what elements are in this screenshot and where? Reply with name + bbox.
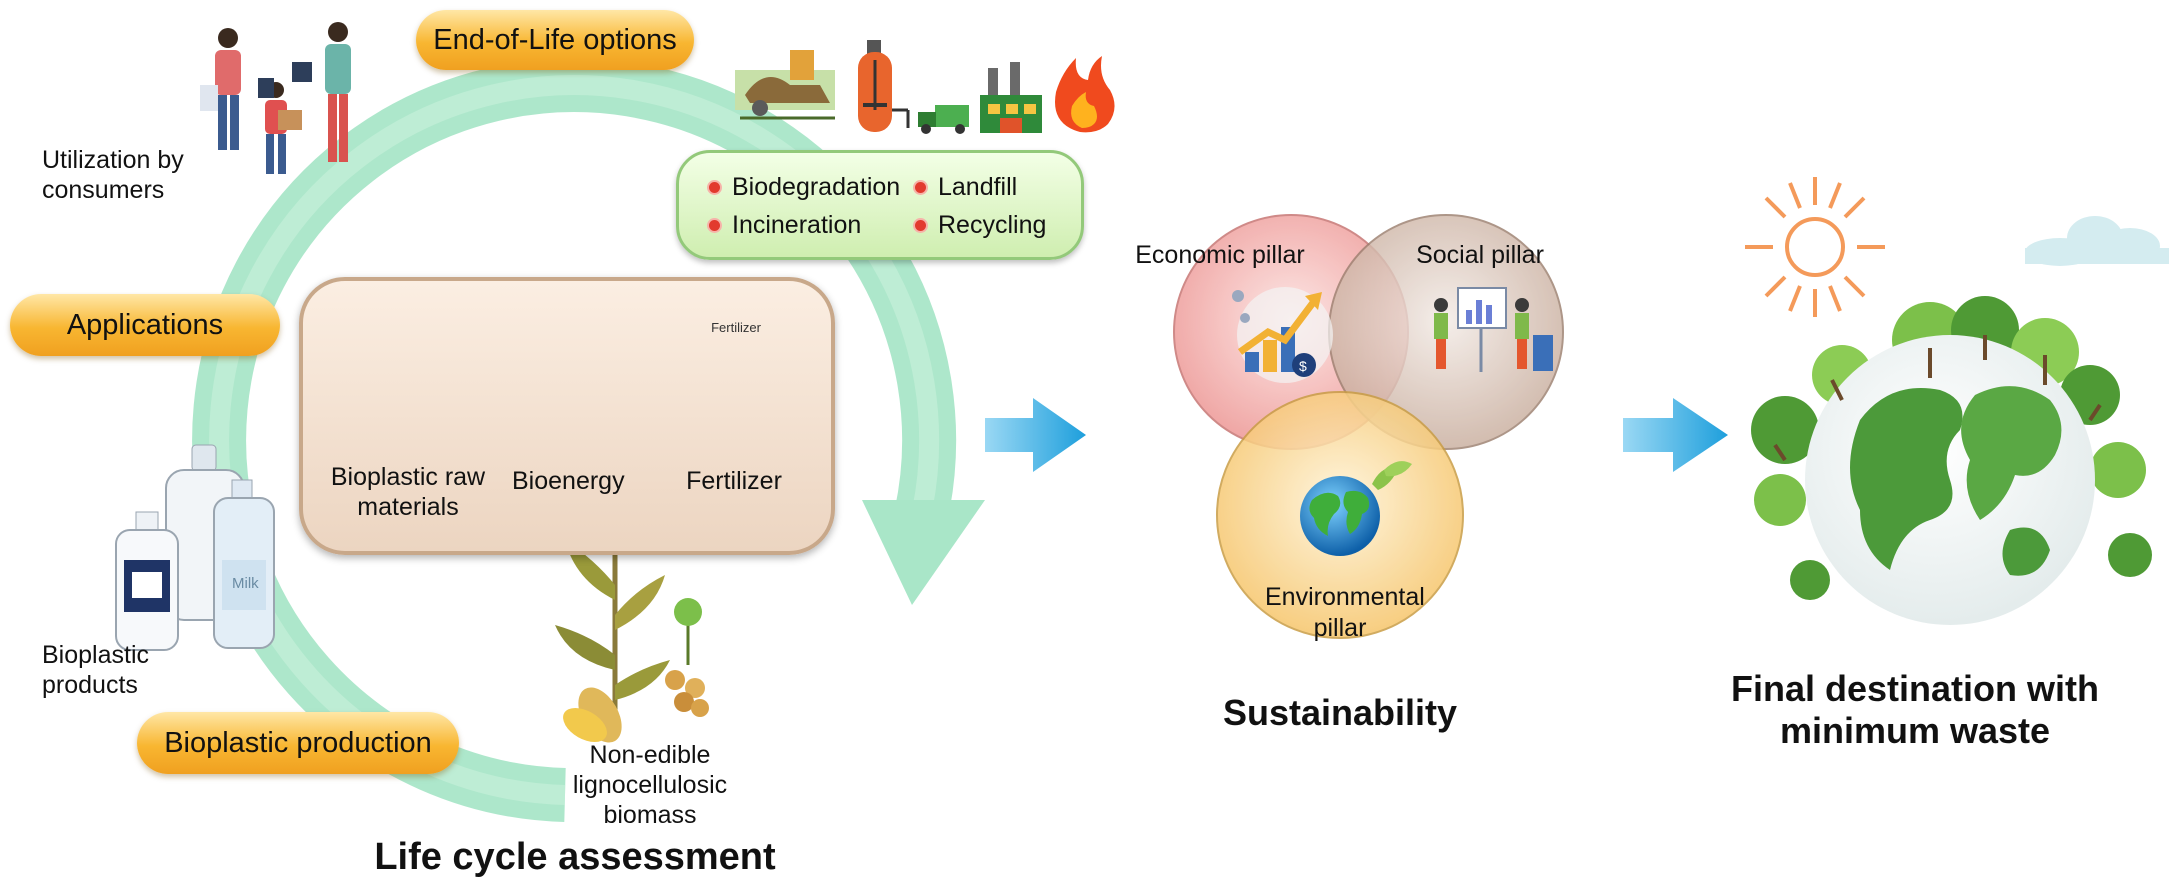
- environmental-pillar-label: Environmental pillar: [1265, 583, 1425, 642]
- bullet-icon: [709, 220, 720, 231]
- eol-option-landfill: Landfill: [915, 173, 1017, 202]
- recovery-outputs-box: [299, 277, 835, 555]
- globe-icon: [1300, 461, 1412, 556]
- eol-options-box: Biodegradation Landfill Incineration Rec…: [676, 150, 1084, 260]
- svg-text:$: $: [1299, 358, 1307, 374]
- eol-label: Biodegradation: [732, 173, 901, 201]
- output-fertilizer: Fertilizer: [686, 467, 782, 495]
- compost-icon: [735, 50, 835, 120]
- earth-trees-icon: [1751, 296, 2152, 625]
- label-consumers: Utilization by consumers: [42, 146, 184, 204]
- stage-end-of-life: End-of-Life options: [416, 10, 694, 70]
- fire-icon: [1055, 56, 1115, 133]
- economy-icon: $: [1232, 287, 1333, 383]
- bullet-icon: [915, 182, 926, 193]
- label-biomass: Non-edible lignocellulosic biomass: [572, 741, 728, 829]
- factory-icon: [980, 62, 1042, 133]
- stage-applications: Applications: [10, 294, 280, 356]
- eol-option-biodegradation: Biodegradation: [709, 173, 900, 202]
- economic-pillar-label: Economic pillar: [1135, 241, 1305, 269]
- eol-option-incineration: Incineration: [709, 211, 861, 240]
- fertilizer-bag-label: Fertilizer: [711, 320, 761, 335]
- sustainability-title: Sustainability: [1222, 692, 1458, 733]
- bullet-icon: [709, 182, 720, 193]
- garbage-truck-icon: [918, 105, 969, 134]
- output-bioplastic-raw-materials: Bioplastic raw materials: [330, 463, 486, 521]
- eol-option-recycling: Recycling: [915, 211, 1046, 240]
- digester-icon: [858, 40, 910, 132]
- eol-label: Landfill: [938, 173, 1018, 201]
- bullet-icon: [915, 220, 926, 231]
- eol-label: Recycling: [938, 211, 1047, 239]
- arrow-to-sustainability: [985, 398, 1086, 472]
- arrow-to-destination: [1623, 398, 1728, 472]
- presentation-icon: [1434, 287, 1553, 372]
- label-bioplastic-products: Bioplastic products: [42, 641, 149, 699]
- milk-label: Milk: [232, 575, 259, 592]
- cloud-icon: [2025, 216, 2169, 266]
- eol-label: Incineration: [732, 211, 862, 239]
- destination-title: Final destination with minimum waste: [1731, 668, 2099, 751]
- corn-plant-icon: [555, 540, 670, 743]
- bottles-icon: [115, 444, 275, 651]
- seedling-icon: [665, 598, 709, 717]
- shoppers-illustration: [200, 22, 351, 174]
- social-pillar-label: Social pillar: [1416, 241, 1544, 269]
- sun-icon: [1745, 177, 1885, 317]
- stage-bioplastic-production: Bioplastic production: [137, 712, 459, 774]
- cycle-arrow-head: [862, 500, 985, 605]
- output-bioenergy: Bioenergy: [512, 467, 625, 495]
- life-cycle-title: Life cycle assessment: [374, 836, 776, 878]
